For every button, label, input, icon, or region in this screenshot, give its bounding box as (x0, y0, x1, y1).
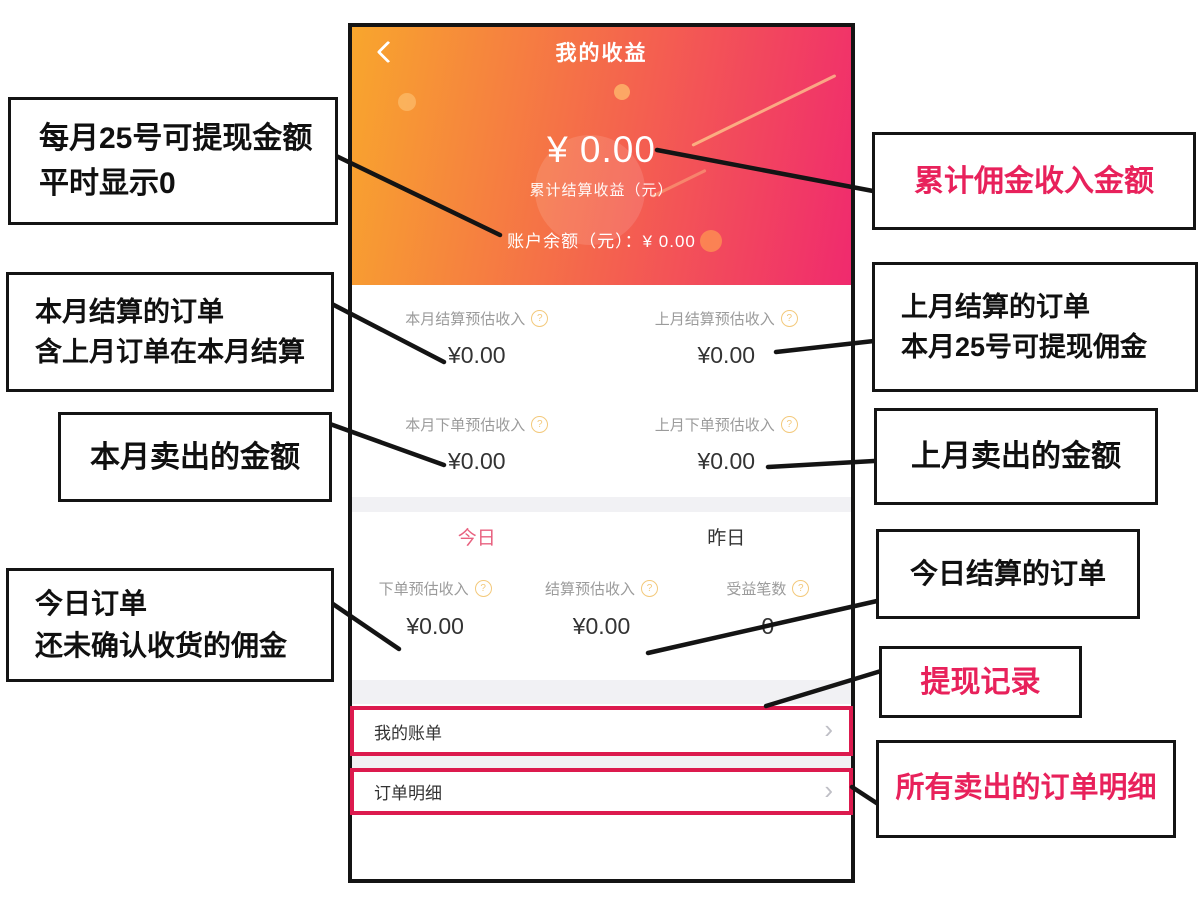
decor-bubble (398, 93, 416, 111)
callout-line: 今日订单 (35, 588, 148, 619)
stat-value: ¥0.00 (697, 447, 756, 474)
stat-today-settled: 结算预估收入? ¥0.00 (518, 560, 684, 640)
stat-label: 上月结算预估收入 (654, 310, 775, 328)
daily-stats-section: 今日 昨日 下单预估收入? ¥0.00 结算预估收入? ¥0.00 受益笔数? … (352, 512, 851, 680)
help-icon[interactable]: ? (531, 309, 549, 327)
chevron-right-icon: › (824, 714, 833, 744)
help-icon[interactable]: ? (474, 580, 492, 597)
stat-this-month-ordered: 本月下单预估收入? ¥0.00 (352, 391, 602, 497)
stat-last-month-settled: 上月结算预估收入? ¥0.00 (602, 285, 852, 391)
stat-value: ¥0.00 (697, 341, 756, 368)
callout-line: 累计佣金收入金额 (914, 164, 1154, 198)
callout-total-commission: 累计佣金收入金额 (872, 132, 1196, 230)
earnings-hero: 我的收益 ¥ 0.00 累计结算收益（元） 账户余额（元）：¥ 0.00 (352, 27, 851, 285)
callout-line: 平时显示0 (39, 167, 176, 200)
stat-label: 结算预估收入 (544, 581, 635, 598)
menu-my-bill[interactable]: 我的账单 › (350, 706, 853, 756)
menu-label: 我的账单 (374, 723, 442, 743)
page-title: 我的收益 (555, 42, 648, 65)
callout-line: 含上月订单在本月结算 (35, 337, 305, 367)
total-settled-label: 累计结算收益（元） (529, 182, 674, 199)
section-divider (352, 680, 851, 704)
stat-value: ¥0.00 (406, 613, 464, 639)
stat-value: ¥0.00 (572, 613, 631, 639)
callout-this-month-settled-orders: 本月结算的订单 含上月订单在本月结算 (6, 272, 334, 392)
stat-this-month-settled: 本月结算预估收入? ¥0.00 (352, 285, 602, 391)
callout-last-month-sold-amount: 上月卖出的金额 (874, 408, 1158, 505)
help-icon[interactable]: ? (641, 580, 658, 597)
callout-line: 上月卖出的金额 (911, 440, 1121, 473)
help-icon[interactable]: ? (780, 415, 798, 433)
callout-line: 上月结算的订单 (901, 291, 1090, 322)
callout-withdrawable-amount: 每月25号可提现金额 平时显示0 (8, 97, 338, 225)
menu-order-details[interactable]: 订单明细 › (350, 768, 853, 815)
callout-today-orders: 今日订单 还未确认收货的佣金 (6, 568, 334, 682)
menu-label: 订单明细 (374, 784, 442, 803)
callout-line: 还未确认收货的佣金 (35, 630, 288, 661)
help-icon[interactable]: ? (780, 309, 798, 327)
chevron-right-icon: › (824, 774, 833, 805)
callout-line: 本月卖出的金额 (90, 440, 300, 474)
day-tabs: 今日 昨日 (352, 512, 851, 560)
stat-last-month-ordered: 上月下单预估收入? ¥0.00 (602, 391, 852, 497)
stat-today-count: 受益笔数? 0 (685, 560, 851, 640)
stat-label: 本月下单预估收入 (405, 416, 526, 434)
stat-value: ¥0.00 (447, 447, 506, 474)
callout-line: 所有卖出的订单明细 (895, 772, 1157, 805)
callout-line: 提现记录 (920, 665, 1041, 699)
help-icon[interactable]: ? (792, 580, 810, 597)
callout-this-month-sold-amount: 本月卖出的金额 (58, 412, 332, 502)
row-divider (352, 756, 851, 768)
callout-line: 每月25号可提现金额 (39, 122, 313, 155)
stat-value: ¥0.00 (447, 341, 506, 368)
callout-withdrawal-records: 提现记录 (879, 646, 1082, 718)
decor-bubble (535, 135, 645, 245)
account-balance: 账户余额（元）：¥ 0.00 (507, 232, 696, 251)
decor-bubble (614, 84, 630, 100)
stat-label: 上月下单预估收入 (654, 416, 775, 434)
today-stats-row: 下单预估收入? ¥0.00 结算预估收入? ¥0.00 受益笔数? 0 (352, 560, 851, 640)
callout-all-sold-order-details: 所有卖出的订单明细 (876, 740, 1176, 838)
stat-label: 本月结算预估收入 (405, 310, 526, 328)
callout-line: 本月25号可提现佣金 (901, 332, 1148, 362)
callout-last-month-settled-orders: 上月结算的订单 本月25号可提现佣金 (872, 262, 1198, 392)
tab-yesterday[interactable]: 昨日 (707, 527, 746, 549)
callout-line: 今日结算的订单 (909, 558, 1106, 589)
help-icon[interactable]: ? (531, 415, 549, 433)
callout-line: 本月结算的订单 (35, 296, 224, 327)
tab-today[interactable]: 今日 (457, 527, 496, 549)
section-divider (352, 497, 851, 512)
total-settled-amount: ¥ 0.00 (547, 129, 656, 170)
monthly-stats-grid: 本月结算预估收入? ¥0.00 上月结算预估收入? ¥0.00 本月下单预估收入… (352, 285, 851, 497)
stat-value: 0 (761, 613, 775, 639)
stat-today-ordered: 下单预估收入? ¥0.00 (352, 560, 518, 640)
stat-label: 受益笔数 (726, 581, 787, 598)
decor-bubble (700, 230, 722, 252)
stat-label: 下单预估收入 (378, 581, 469, 598)
callout-today-settled-orders: 今日结算的订单 (876, 529, 1140, 619)
